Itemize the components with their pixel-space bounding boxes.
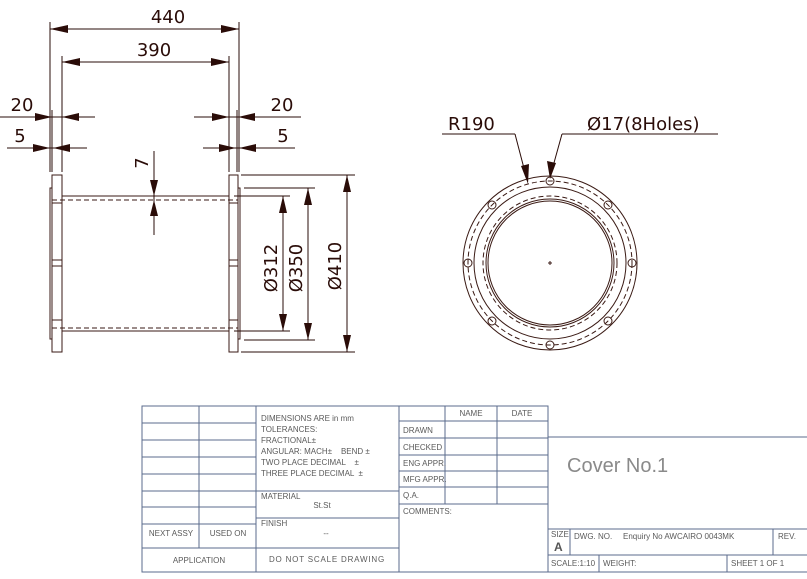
two-place-tolerance: TWO PLACE DECIMAL ± bbox=[261, 458, 359, 467]
dim-right-5: 5 bbox=[277, 126, 288, 147]
material-value: St.St bbox=[313, 501, 331, 510]
title-block: DIMENSIONS ARE in mm TOLERANCES: FRACTIO… bbox=[141, 405, 807, 573]
dim-dia-350: Ø350 bbox=[286, 244, 307, 293]
fractional-tolerance: FRACTIONAL± bbox=[261, 436, 317, 445]
scale-label: SCALE:1:10 bbox=[551, 559, 596, 568]
comments-label: COMMENTS: bbox=[403, 507, 452, 516]
dim-overall-length: 440 bbox=[151, 7, 185, 28]
left-flange bbox=[51, 174, 63, 353]
left-flange-lip bbox=[49, 187, 53, 340]
size-value: A bbox=[554, 540, 563, 554]
dim-right-20: 20 bbox=[271, 95, 294, 116]
dim-dia-410: Ø410 bbox=[325, 242, 346, 291]
holes-label: Ø17(8Holes) bbox=[587, 114, 700, 135]
used-on-label: USED ON bbox=[210, 529, 247, 538]
dwg-no-label: DWG. NO. bbox=[574, 532, 612, 541]
front-view: R190 Ø17(8Holes) bbox=[442, 114, 718, 351]
weight-label: WEIGHT: bbox=[603, 559, 636, 568]
eng-appr-label: ENG APPR. bbox=[403, 459, 446, 468]
radius-label: R190 bbox=[448, 114, 495, 135]
mfg-appr-label: MFG APPR. bbox=[403, 475, 447, 484]
date-header: DATE bbox=[512, 409, 533, 418]
dim-inner-length: 390 bbox=[137, 40, 171, 61]
right-flange bbox=[228, 174, 239, 353]
angular-tolerance: ANGULAR: MACH± BEND ± bbox=[261, 447, 370, 456]
application-label: APPLICATION bbox=[173, 556, 226, 565]
size-label: SIZE bbox=[551, 530, 569, 539]
dimensions-note: DIMENSIONS ARE in mm bbox=[261, 414, 354, 423]
dwg-no-value: Enquiry No AWCAIRO 0043MK bbox=[623, 532, 735, 541]
rev-label: REV. bbox=[778, 532, 796, 541]
checked-label: CHECKED bbox=[403, 443, 442, 452]
tolerances-label: TOLERANCES: bbox=[261, 425, 317, 434]
name-header: NAME bbox=[459, 409, 482, 418]
dim-wall-thickness: 7 bbox=[132, 157, 153, 168]
three-place-tolerance: THREE PLACE DECIMAL ± bbox=[261, 469, 364, 478]
drawn-label: DRAWN bbox=[403, 426, 433, 435]
finish-value: -- bbox=[323, 529, 329, 538]
dim-dia-312: Ø312 bbox=[261, 244, 282, 293]
side-view bbox=[49, 174, 241, 353]
do-not-scale-note: DO NOT SCALE DRAWING bbox=[269, 555, 385, 564]
right-flange-lip bbox=[237, 187, 241, 340]
material-label: MATERIAL bbox=[261, 492, 301, 501]
drawing-title: Cover No.1 bbox=[567, 455, 668, 477]
sheet-label: SHEET 1 OF 1 bbox=[731, 559, 785, 568]
finish-label: FINISH bbox=[261, 519, 287, 528]
dim-left-5: 5 bbox=[14, 126, 25, 147]
next-assy-label: NEXT ASSY bbox=[149, 529, 194, 538]
qa-label: Q.A. bbox=[403, 491, 419, 500]
dim-left-20: 20 bbox=[11, 95, 34, 116]
dimension-annotations: 440 390 20 5 20 5 7 bbox=[0, 7, 355, 353]
